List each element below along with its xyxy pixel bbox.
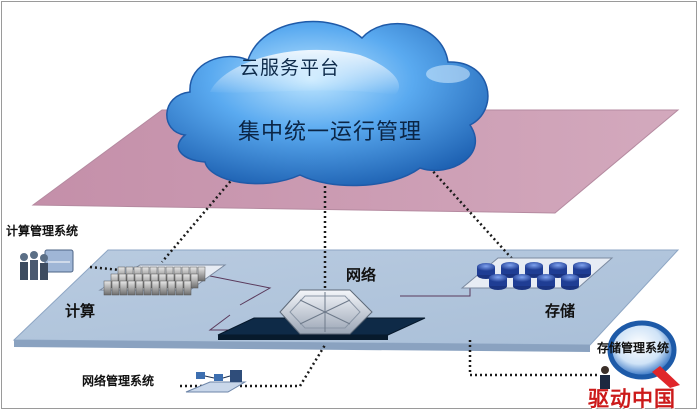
- server-blade: [135, 280, 144, 296]
- storage-management-label: 存储管理系统: [597, 341, 670, 355]
- network-label: 网络: [346, 266, 377, 284]
- storage-label: 存储: [545, 302, 576, 320]
- server-blade: [119, 280, 128, 296]
- people-icon: [20, 249, 74, 280]
- disk: [561, 274, 579, 290]
- watermark-logo-text: 驱动中国: [588, 387, 676, 411]
- server-blade: [167, 280, 176, 296]
- server-blade: [183, 280, 192, 296]
- disk-array-icon: [460, 257, 614, 290]
- server-blade: [103, 280, 112, 296]
- server-blade: [111, 280, 120, 296]
- network-switch-icon: [217, 289, 426, 340]
- server-blade: [197, 266, 206, 282]
- disk: [537, 274, 555, 290]
- server-blade: [190, 273, 199, 289]
- compute-label: 计算: [65, 302, 96, 320]
- disk: [513, 274, 531, 290]
- compute-management-label: 计算管理系统: [6, 224, 79, 238]
- disk: [489, 274, 507, 290]
- disk: [477, 263, 495, 279]
- server-blade: [175, 280, 184, 296]
- server-blade: [151, 280, 160, 296]
- server-blade: [143, 280, 152, 296]
- cloud-shape: [166, 20, 489, 187]
- server-blade: [159, 280, 168, 296]
- network-management-label: 网络管理系统: [82, 374, 155, 388]
- person-icon: [600, 366, 610, 389]
- server-blade: [127, 280, 136, 296]
- cloud-title: 云服务平台: [240, 57, 341, 79]
- cloud-subtitle: 集中统一运行管理: [238, 120, 423, 145]
- connector-lines: [89, 167, 598, 388]
- q-logo-icon: [607, 320, 680, 388]
- server-rack-icon: [98, 264, 227, 296]
- network-topology-icon: [185, 370, 247, 393]
